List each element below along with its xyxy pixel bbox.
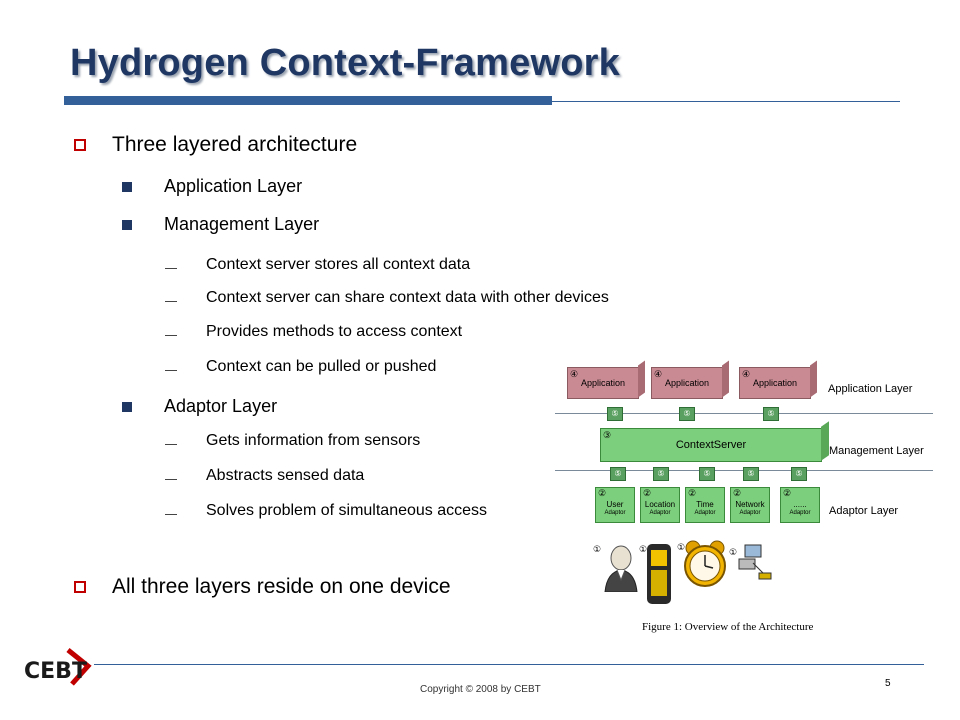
block-label: ContextServer <box>675 439 747 451</box>
dash-bullet-icon <box>165 443 177 445</box>
adaptor-sub: Adaptor <box>649 510 671 516</box>
arrow-connector-icon: ⑤ <box>743 467 759 481</box>
dash-bullet-icon <box>165 478 177 480</box>
step-number: ② <box>643 488 652 498</box>
arrow-connector-icon: ⑤ <box>699 467 715 481</box>
copyright-text: Copyright © 2008 by CEBT <box>420 684 541 695</box>
dash-bullet-icon <box>165 369 177 371</box>
sub-bullet-text: Context can be pulled or pushed <box>206 358 437 375</box>
bullet-text: Management Layer <box>164 214 320 234</box>
title-accent-bar <box>64 96 552 105</box>
management-layer-label: Management Layer <box>829 445 924 457</box>
sub-bullet-text: Provides methods to access context <box>206 323 463 340</box>
step-number: ④ <box>570 369 579 379</box>
footer-rule <box>94 664 924 665</box>
user-portrait-icon: ① <box>593 545 638 592</box>
figure-caption: Figure 1: Overview of the Architecture <box>642 621 814 633</box>
adaptor-sub: Adaptor <box>739 510 761 516</box>
sub-bullet-text: Gets information from sensors <box>206 432 421 449</box>
sub-bullet: Provides methods to access context <box>165 323 462 341</box>
arrow-connector-icon: ⑤ <box>679 407 695 421</box>
sub-bullet-text: Context server stores all context data <box>206 256 471 273</box>
arrow-connector-icon: ⑤ <box>791 467 807 481</box>
adaptor-name: Location <box>644 500 676 509</box>
block-label: Application <box>752 378 798 388</box>
sub-bullet: Abstracts sensed data <box>165 467 364 485</box>
block-label: Application <box>664 378 710 388</box>
dash-bullet-icon <box>165 334 177 336</box>
adaptor-layer-label: Adaptor Layer <box>829 505 899 517</box>
arrow-connector-icon: ⑤ <box>763 407 779 421</box>
sensor-number: ① <box>593 545 601 555</box>
arrow-connector-icon: ⑤ <box>610 467 626 481</box>
layer-divider <box>555 413 933 414</box>
dash-bullet-icon <box>165 300 177 302</box>
gps-device-icon: ① <box>639 544 671 604</box>
square-bullet-icon <box>74 581 86 593</box>
sub-bullet: Solves problem of simultaneous access <box>165 502 487 520</box>
square-bullet-icon <box>74 139 86 151</box>
adaptor-sub: Adaptor <box>604 510 626 516</box>
step-number: ③ <box>603 430 612 440</box>
cebt-logo: CEBT <box>24 648 92 686</box>
sub-bullet: Context server stores all context data <box>165 256 470 274</box>
sub-bullet-text: Abstracts sensed data <box>206 467 365 484</box>
adaptor-sub: Adaptor <box>694 510 716 516</box>
alarm-clock-icon: ① <box>677 540 726 587</box>
application-layer-label: Application Layer <box>828 383 913 395</box>
sensor-number: ① <box>639 545 647 555</box>
adaptor-name: Network <box>735 500 765 509</box>
arrow-connector-icon: ⑤ <box>607 407 623 421</box>
logo-text: CEBT <box>24 659 87 684</box>
context-server-block: ③ ContextServer <box>600 428 822 462</box>
bullet-text: Three layered architecture <box>112 133 358 156</box>
network-computer-icon: ① <box>729 544 772 580</box>
sensor-number: ① <box>729 548 737 558</box>
title-rule <box>552 101 900 102</box>
bullet-text: All three layers reside on one device <box>112 575 451 598</box>
sensor-number: ① <box>677 543 685 553</box>
bullet-application-layer: Application Layer <box>122 176 302 197</box>
adaptor-name: User <box>606 500 624 509</box>
sub-bullet: Gets information from sensors <box>165 432 420 450</box>
step-number: ② <box>783 488 792 498</box>
block-label: Application <box>580 378 626 388</box>
step-number: ② <box>598 488 607 498</box>
adaptor-sub: Adaptor <box>789 510 811 516</box>
sub-bullet-text: Solves problem of simultaneous access <box>206 502 488 519</box>
other-adaptor-block: ②......Adaptor <box>780 487 820 523</box>
adaptor-name: ...... <box>793 500 807 509</box>
arrow-connector-icon: ⑤ <box>653 467 669 481</box>
dash-bullet-icon <box>165 267 177 269</box>
page-number: 5 <box>885 678 891 689</box>
bullet-all-layers: All three layers reside on one device <box>74 575 451 599</box>
adaptor-name: Time <box>696 500 714 509</box>
sub-bullet: Context can be pulled or pushed <box>165 358 436 376</box>
filled-square-bullet-icon <box>122 181 132 192</box>
bullet-three-layered: Three layered architecture <box>74 133 357 157</box>
dash-bullet-icon <box>165 513 177 515</box>
sub-bullet: Context server can share context data wi… <box>165 289 609 307</box>
bullet-text: Application Layer <box>164 176 303 196</box>
bullet-adaptor-layer: Adaptor Layer <box>122 396 277 417</box>
bullet-management-layer: Management Layer <box>122 214 319 235</box>
step-number: ② <box>733 488 742 498</box>
step-number: ② <box>688 488 697 498</box>
slide-title: Hydrogen Context-Framework <box>70 42 620 84</box>
bullet-text: Adaptor Layer <box>164 396 278 416</box>
step-number: ④ <box>654 369 663 379</box>
step-number: ④ <box>742 369 751 379</box>
filled-square-bullet-icon <box>122 401 132 412</box>
filled-square-bullet-icon <box>122 219 132 230</box>
sub-bullet-text: Context server can share context data wi… <box>206 289 609 306</box>
